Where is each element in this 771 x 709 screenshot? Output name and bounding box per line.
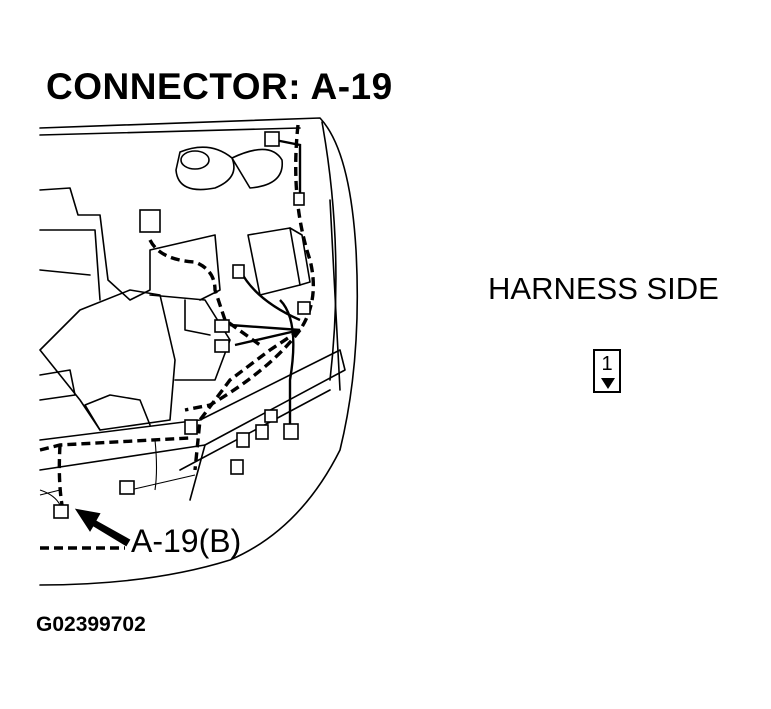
pin-number: 1 — [601, 353, 613, 375]
connector-callout-label: A-19(B) — [131, 523, 242, 559]
connector-pin-box: 1 — [593, 349, 621, 393]
page-title: CONNECTOR: A-19 — [46, 66, 393, 107]
harness-side-label: HARNESS SIDE — [488, 271, 719, 306]
figure-id: G02399702 — [36, 613, 146, 636]
down-triangle-icon — [601, 378, 615, 389]
